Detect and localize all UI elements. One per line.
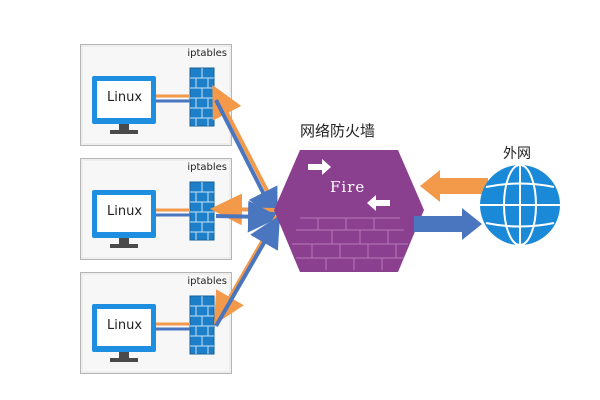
brick-wall-icon [189, 295, 215, 355]
arrow-icon [367, 195, 390, 211]
brick-wall-icon [292, 217, 408, 270]
linux-label: Linux [107, 318, 143, 333]
network-firewall-title: 网络防火墙 [300, 122, 376, 140]
traffic-arrows [210, 84, 280, 327]
monitor-icon [92, 190, 156, 248]
arrow-icon [308, 159, 331, 175]
arrow-icon [214, 215, 280, 327]
arrow-icon [214, 99, 278, 222]
arrow-icon [414, 208, 482, 240]
firewall-sign-text: Fire [330, 178, 366, 196]
arrow-icon [215, 200, 280, 233]
monitor-icon [92, 76, 156, 134]
monitor-icon [92, 304, 156, 362]
network-firewall [274, 150, 424, 272]
brick-wall-icon [189, 181, 215, 241]
arrow-icon [212, 84, 278, 209]
iptables-label: iptables [187, 48, 227, 59]
linux-label: Linux [107, 90, 143, 105]
internet-title: 外网 [503, 146, 531, 162]
iptables-label: iptables [187, 276, 227, 287]
iptables-label: iptables [187, 162, 227, 173]
arrow-icon [210, 193, 277, 226]
arrow-icon [420, 170, 488, 202]
globe-icon [480, 164, 560, 246]
arrow-icon [214, 213, 280, 325]
brick-wall-icon [189, 67, 215, 127]
linux-label: Linux [107, 204, 143, 219]
